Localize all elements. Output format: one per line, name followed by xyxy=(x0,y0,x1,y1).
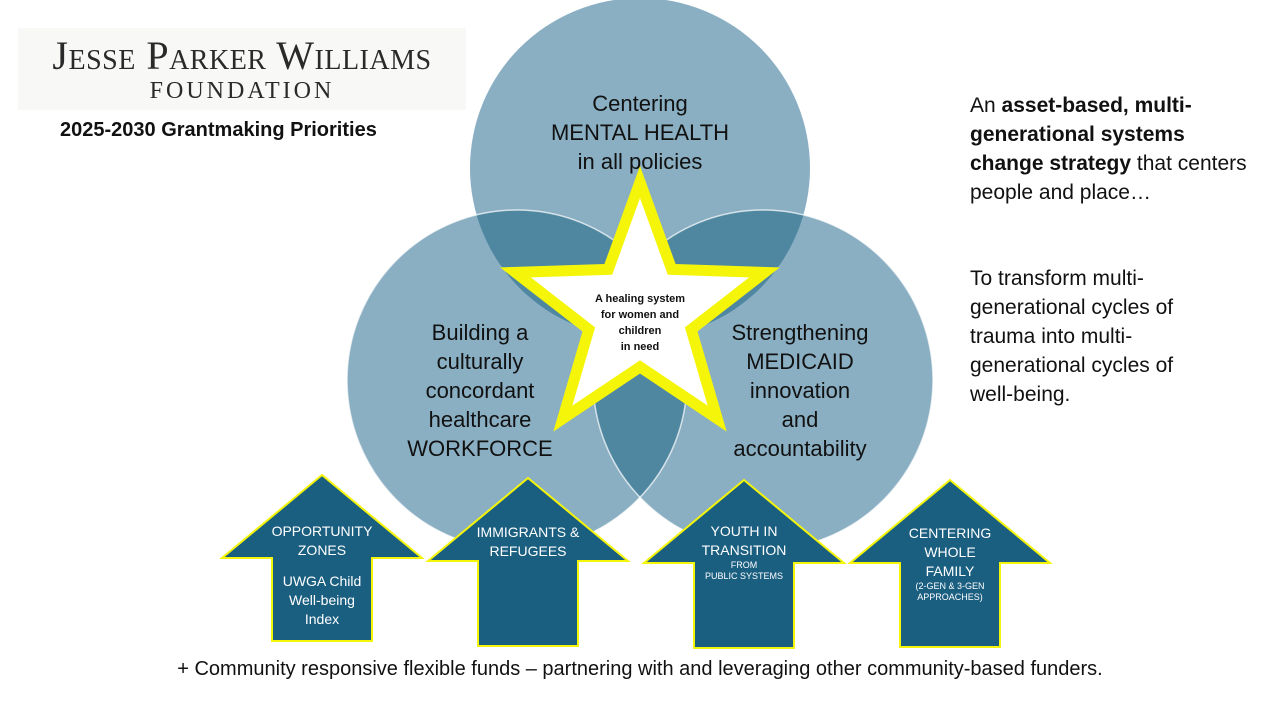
circle-line: Strengthening xyxy=(731,320,869,345)
circle-workforce-text: Building a culturally concordant healthc… xyxy=(380,318,580,463)
strategy-bold: asset-based, multi-generational systems … xyxy=(970,94,1192,175)
arrow-immigrants-refugees xyxy=(425,476,631,647)
circle-line: MEDICAID xyxy=(746,349,854,374)
arrow-small-line: (2-GEN & 3-GEN xyxy=(915,581,985,591)
arrow-title-line: ZONES xyxy=(297,542,347,558)
strategy-prefix: An xyxy=(970,94,1002,117)
star-line: in need xyxy=(620,341,660,353)
arrow-title-line: CENTERING xyxy=(908,525,992,541)
circle-line: healthcare xyxy=(428,407,532,432)
arrow-detail-line: UWGA Child xyxy=(282,573,362,589)
strategy-suffix: that centers people and place… xyxy=(970,152,1247,204)
circle-line: and xyxy=(781,407,819,432)
arrow-small-line: APPROACHES) xyxy=(917,592,983,602)
strategy-statement: An asset-based, multi-generational syste… xyxy=(970,91,1255,207)
transform-statement: To transform multi-generational cycles o… xyxy=(970,267,1174,406)
circle-line: innovation xyxy=(749,378,851,403)
arrow-youth-in-transition-text: YOUTH IN TRANSITION FROM PUBLIC SYSTEMS xyxy=(684,522,804,582)
arrow-youth-in-transition xyxy=(641,478,847,649)
arrow-small-line: FROM xyxy=(730,560,758,570)
arrow-small-line: PUBLIC SYSTEMS xyxy=(704,571,784,581)
circle-line: Centering xyxy=(592,91,688,116)
arrow-title-line: FAMILY xyxy=(925,563,975,579)
arrow-title-line: YOUTH IN xyxy=(710,523,778,539)
arrow-title-line: TRANSITION xyxy=(701,542,787,558)
circle-line: accountability xyxy=(733,436,867,461)
star-text: A healing system for women and children … xyxy=(580,291,700,355)
foundation-logo: Jesse Parker Williams FOUNDATION xyxy=(18,28,466,110)
arrow-opportunity-zones xyxy=(219,473,425,642)
circle-line: culturally xyxy=(436,349,524,374)
circle-line: MENTAL HEALTH xyxy=(550,120,730,145)
footer-note: + Community responsive flexible funds – … xyxy=(177,658,1103,680)
arrow-title-line: OPPORTUNITY xyxy=(271,523,373,539)
arrow-immigrants-refugees-text: IMMIGRANTS & REFUGEES xyxy=(463,523,593,561)
arrow-centering-whole-family xyxy=(847,478,1053,648)
circle-medicaid-text: Strengthening MEDICAID innovation and ac… xyxy=(700,318,900,463)
circle-line: Building a xyxy=(431,320,529,345)
arrow-title-line: IMMIGRANTS & xyxy=(476,524,580,540)
circle-line: in all policies xyxy=(577,149,703,174)
star-line: children xyxy=(618,325,662,337)
logo-subtitle: FOUNDATION xyxy=(149,78,335,104)
arrow-title-line: WHOLE xyxy=(924,544,976,560)
healing-star xyxy=(499,165,781,432)
star-line: A healing system xyxy=(594,293,686,305)
circle-line: WORKFORCE xyxy=(407,436,553,461)
circle-line: concordant xyxy=(425,378,535,403)
star-line: for women and xyxy=(600,309,680,321)
circle-mental-health-text: Centering MENTAL HEALTH in all policies xyxy=(520,89,760,176)
arrow-detail-line: Well-being xyxy=(289,592,355,608)
arrow-centering-whole-family-text: CENTERING WHOLE FAMILY (2-GEN & 3-GEN AP… xyxy=(890,524,1010,603)
arrow-opportunity-zones-text: OPPORTUNITY ZONES UWGA Child Well-being … xyxy=(262,522,382,629)
logo-name: Jesse Parker Williams xyxy=(52,33,432,78)
page-subtitle: 2025-2030 Grantmaking Priorities xyxy=(60,119,377,141)
arrow-title-line: REFUGEES xyxy=(489,543,567,559)
arrow-detail-line: Index xyxy=(304,611,340,627)
